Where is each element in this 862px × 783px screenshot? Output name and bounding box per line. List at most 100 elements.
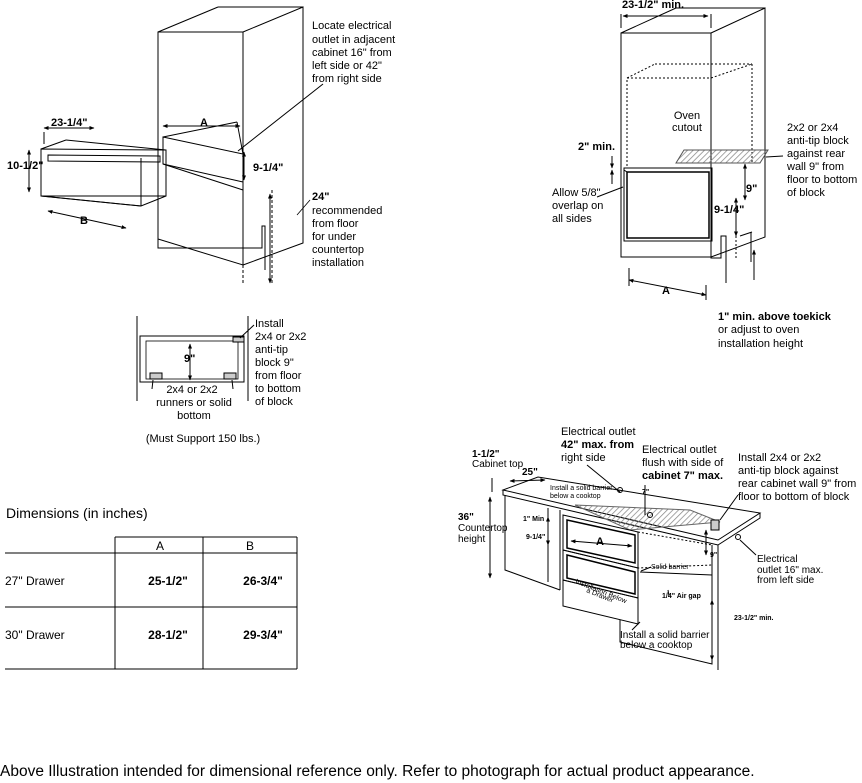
fig4-outlet-left-1: Electrical (757, 554, 798, 565)
fig1-callout-1: Locate electrical (312, 20, 392, 32)
table-header-b: B (246, 539, 254, 553)
anti-tip-block (232, 336, 245, 343)
cooktop (574, 504, 721, 531)
fig1-floor-3: from floor (312, 218, 359, 230)
fig4-dim-25: 25" (522, 467, 538, 478)
table-row-label: 30" Drawer (5, 628, 65, 642)
fig4-cabinet-top-1: 1-1/2" (472, 449, 500, 460)
fig3-min2: 2" min. (578, 141, 615, 153)
fig3-overlap-3: all sides (552, 213, 592, 225)
runner-left (149, 372, 163, 380)
fig3-block-5: floor to bottom (787, 174, 857, 186)
fig4-outlet-left-2: outlet 16" max. (757, 565, 823, 576)
fig4-dim-9-14: 9-1/4" (526, 534, 545, 541)
fig4-dim-7: 7" (642, 489, 649, 496)
fig4-block-2: anti-tip block against (738, 465, 838, 477)
fig4-outlet-flush-1: Electrical outlet (642, 444, 717, 456)
fig4-outlet-flush-2: flush with side of (642, 457, 724, 469)
fig3-dim-a: A (662, 285, 670, 297)
fig4-barrier-bottom-1: Install a solid barrier (620, 630, 710, 641)
oven-cabinet-front (620, 32, 712, 258)
leader-line (237, 83, 324, 152)
figure-oven-cabinet (596, 7, 784, 300)
runner-right (223, 372, 237, 380)
fig2-callout-2: 2x4 or 2x2 (255, 331, 306, 343)
table-cell-a: 25-1/2" (148, 574, 188, 588)
fig4-outlet-right-2: 42" max. from (561, 439, 634, 451)
fig3-dim-9: 9" (746, 183, 757, 195)
fig1-floor-5: countertop (312, 244, 364, 256)
fig2-callout-5: from floor (255, 370, 302, 382)
fig3-toe-2: or adjust to oven (718, 324, 799, 336)
fig3-dim-9-14: 9-1/4" (714, 204, 744, 216)
fig1-callout-3: cabinet 16" from (312, 47, 392, 59)
fig3-block-2: anti-tip block (787, 135, 849, 147)
fig4-min23: 23-1/2" min. (734, 615, 774, 622)
fig4-countertop-1: 36" (458, 512, 474, 523)
fig4-outlet-flush-3: cabinet 7" max. (642, 470, 723, 482)
fig3-toe-1: 1" min. above toekick (718, 311, 832, 323)
fig2-callout-3: anti-tip (255, 344, 288, 356)
cabinet-front (157, 31, 244, 266)
fig4-dim-a: A (596, 536, 604, 548)
drawer-frame (623, 167, 713, 242)
anti-tip-block (675, 149, 769, 164)
fig2-runners-2: runners or solid (156, 397, 232, 409)
fig4-barrier-bottom-2: below a cooktop (620, 640, 693, 651)
fig1-floor-2: recommended (312, 205, 382, 217)
anti-tip-block (710, 519, 720, 531)
fig4-dim-9: 9" (710, 552, 717, 559)
cabinet-opening (162, 136, 244, 183)
fig1-floor-4: for under (312, 231, 356, 243)
fig1-dim-23-14: 23-1/4" (51, 117, 87, 129)
fig4-block-3: rear cabinet wall 9" from (738, 478, 856, 490)
fig4-barrier-small-2: below a cooktop (550, 493, 601, 500)
fig3-toe-3: installation height (718, 338, 803, 350)
fig2-callout-4: block 9" (255, 357, 294, 369)
table-cell-b: 29-3/4" (243, 628, 283, 642)
fig4-solid-barrier: Solid barrier (651, 564, 689, 571)
footer-note: Above Illustration intended for dimensio… (0, 763, 755, 780)
fig4-outlet-right-1: Electrical outlet (561, 426, 636, 438)
fig3-block-3: against rear (787, 148, 845, 160)
fig3-overlap-1: Allow 5/8" (552, 187, 601, 199)
fig2-callout-1: Install (255, 318, 284, 330)
fig2-support: (Must Support 150 lbs.) (146, 433, 260, 445)
fig4-barrier-small-1: Install a solid barrier (550, 485, 613, 492)
fig1-callout-4: left side or 42" (312, 60, 382, 72)
fig1-floor-6: installation (312, 257, 364, 269)
figure-anti-tip-cabinet (136, 316, 255, 401)
fig4-block-4: floor to bottom of block (738, 491, 850, 503)
dimensions-title: Dimensions (in inches) (6, 505, 148, 521)
fig3-overlap-2: overlap on (552, 200, 603, 212)
fig2-callout-6: to bottom (255, 383, 301, 395)
fig2-callout-7: of block (255, 396, 293, 408)
fig1-callout-5: from right side (312, 73, 382, 85)
table-cell-a: 28-1/2" (148, 628, 188, 642)
fig1-dim-9-14: 9-1/4" (253, 162, 283, 174)
table-row-label: 27" Drawer (5, 574, 65, 588)
fig4-outlet-right-3: right side (561, 452, 606, 464)
fig3-top: 23-1/2" min. (622, 0, 684, 11)
table-cell-b: 26-3/4" (243, 574, 283, 588)
fig1-callout-2: outlet in adjacent (312, 34, 395, 46)
fig2-dim-9: 9" (184, 353, 195, 365)
fig2-runners-1: 2x4 or 2x2 (166, 384, 217, 396)
fig3-block-6: of block (787, 187, 825, 199)
fig3-block-1: 2x2 or 2x4 (787, 122, 838, 134)
fig1-dim-a: A (200, 117, 208, 129)
fig4-countertop-3: height (458, 534, 485, 545)
fig4-cabinet-top-2: Cabinet top (472, 459, 524, 470)
table-header-a: A (156, 539, 164, 553)
fig1-dim-b: B (80, 215, 88, 227)
fig3-oven-1: Oven (674, 110, 700, 122)
fig1-dim-10-12: 10-1/2" (7, 160, 43, 172)
fig3-block-4: wall 9" from (786, 161, 844, 173)
figure-countertop-cabinet (488, 464, 762, 670)
fig4-outlet-left-3: from left side (757, 575, 815, 586)
fig1-floor-1: 24" (312, 191, 329, 203)
fig3-oven-2: cutout (672, 122, 702, 134)
fig4-countertop-2: Countertop (458, 523, 508, 534)
figure-drawer-cabinet (27, 6, 324, 285)
